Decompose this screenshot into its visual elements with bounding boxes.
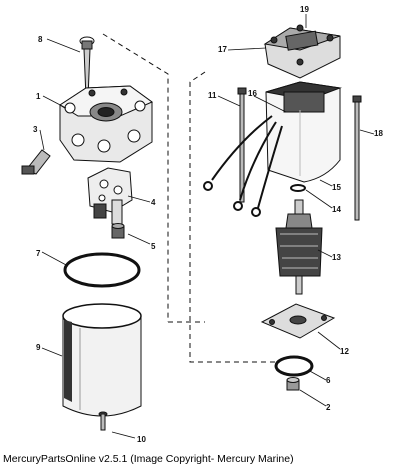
reservoir-o-ring <box>63 252 141 288</box>
part-label-13: 13 <box>332 253 341 262</box>
part-label-18: 18 <box>374 129 383 138</box>
gear-pump <box>87 167 133 225</box>
part-label-12: 12 <box>340 347 349 356</box>
filter <box>111 223 125 239</box>
side-valve <box>21 149 51 175</box>
reservoir-screw <box>98 411 108 431</box>
part-label-6: 6 <box>326 376 331 385</box>
part-label-19: 19 <box>300 5 309 14</box>
wiring-leads <box>203 115 283 217</box>
part-label-1: 1 <box>36 92 41 101</box>
reservoir <box>62 303 142 417</box>
motor-end-cap <box>263 24 341 79</box>
pump-body <box>59 85 153 163</box>
armature <box>275 199 323 295</box>
part-label-15: 15 <box>332 183 341 192</box>
part-label-5: 5 <box>151 242 156 251</box>
end-plate-o-ring <box>274 355 314 377</box>
part-label-9: 9 <box>36 343 41 352</box>
motor-housing <box>265 81 342 183</box>
part-label-16: 16 <box>248 89 257 98</box>
part-label-17: 17 <box>218 45 227 54</box>
part-label-4: 4 <box>151 198 156 207</box>
washer <box>290 184 306 192</box>
part-label-10: 10 <box>137 435 146 444</box>
part-label-3: 3 <box>33 125 38 134</box>
part-label-8: 8 <box>38 35 43 44</box>
part-label-11: 11 <box>208 91 217 100</box>
copyright-caption: MercuryPartsOnline v2.5.1 (Image Copyrig… <box>3 453 294 465</box>
part-label-7: 7 <box>36 249 41 258</box>
assembly-guide-left <box>102 33 205 323</box>
leader-lines <box>39 14 375 439</box>
end-plate <box>260 303 336 339</box>
part-label-2: 2 <box>326 403 331 412</box>
assembly-guide-right <box>189 71 280 363</box>
coupler <box>286 377 300 391</box>
through-bolt-right <box>352 95 362 221</box>
through-bolt-left <box>237 87 247 203</box>
part-label-14: 14 <box>332 205 341 214</box>
